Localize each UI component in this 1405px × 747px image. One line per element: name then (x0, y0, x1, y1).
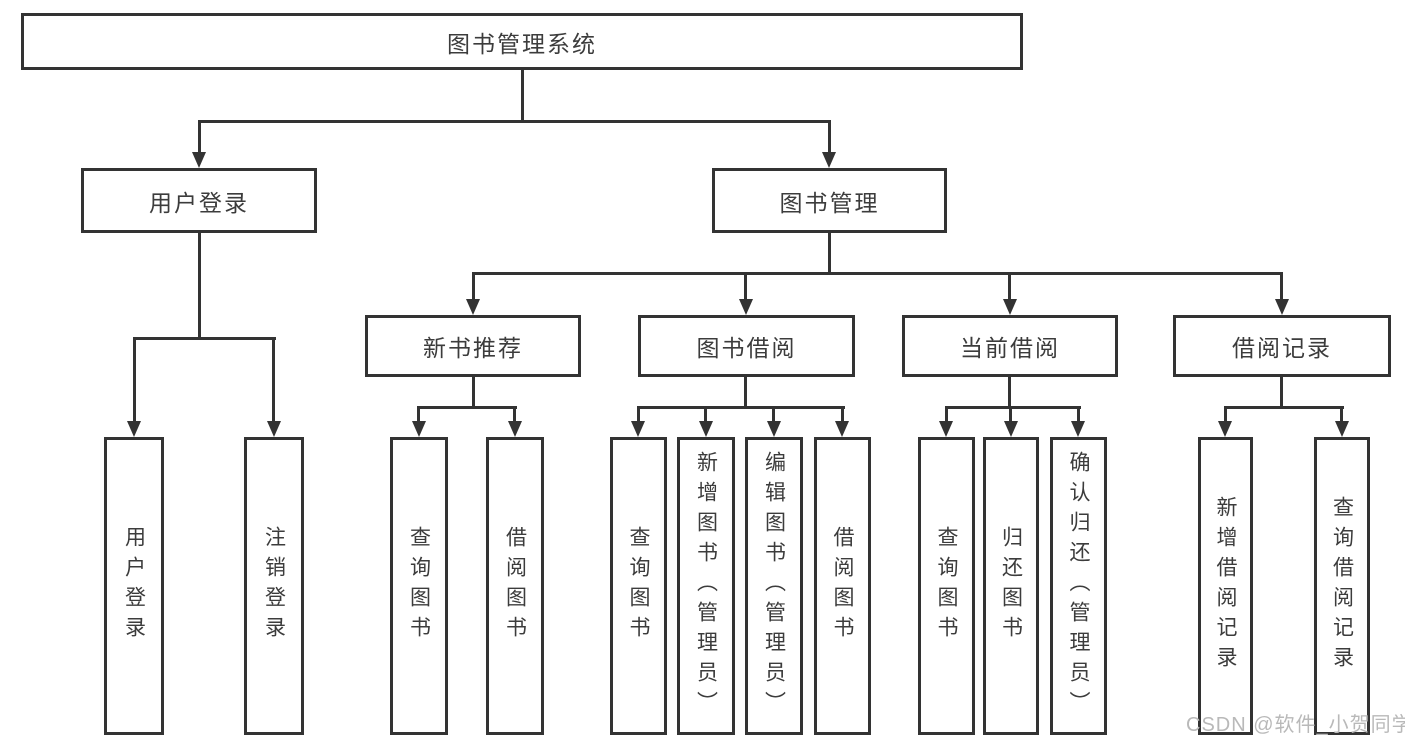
node-leaf-bb-query-book: 查询图书 (610, 437, 667, 735)
arrowhead-icon (267, 421, 281, 437)
node-leaf-label: 新增图书（管理员） (694, 451, 718, 721)
arrowhead-icon (1004, 421, 1018, 437)
node-book-borrow-label: 图书借阅 (696, 335, 797, 361)
connector-line (945, 406, 1081, 409)
node-leaf-cb-confirm-return: 确认归还（管理员） (1050, 437, 1107, 735)
arrowhead-icon (835, 421, 849, 437)
node-new-book-recommend: 新书推荐 (365, 315, 581, 377)
node-leaf-label: 新增借阅记录 (1214, 496, 1238, 676)
connector-line (744, 377, 747, 406)
arrowhead-icon (508, 421, 522, 437)
node-root-label: 图书管理系统 (447, 30, 597, 57)
node-book-management: 图书管理 (712, 168, 947, 233)
connector-line (272, 337, 275, 421)
node-current-borrow: 当前借阅 (902, 315, 1118, 377)
node-leaf-cb-return-book: 归还图书 (983, 437, 1039, 735)
connector-line (133, 337, 276, 340)
arrowhead-icon (739, 299, 753, 315)
connector-line (417, 406, 517, 409)
arrowhead-icon (466, 299, 480, 315)
node-leaf-label: 编辑图书（管理员） (762, 451, 786, 721)
connector-line (472, 272, 1283, 275)
node-leaf-label: 查询借阅记录 (1330, 496, 1354, 676)
node-leaf-br-add-record: 新增借阅记录 (1198, 437, 1253, 735)
node-leaf-label: 确认归还（管理员） (1067, 451, 1091, 721)
connector-line (744, 272, 747, 299)
arrowhead-icon (192, 152, 206, 168)
connector-line (1280, 272, 1283, 299)
connector-line (841, 406, 844, 421)
connector-line (1224, 406, 1344, 409)
node-user-login-label: 用户登录 (149, 189, 249, 216)
node-leaf-cb-query-book: 查询图书 (918, 437, 975, 735)
node-leaf-bb-edit-book: 编辑图书（管理员） (745, 437, 803, 735)
node-book-borrow: 图书借阅 (638, 315, 855, 377)
connector-line (472, 377, 475, 406)
node-borrow-record: 借阅记录 (1173, 315, 1391, 377)
connector-line (1077, 406, 1080, 421)
arrowhead-icon (412, 421, 426, 437)
connector-line (521, 70, 524, 120)
csdn-watermark: CSDN @软件_小贺同学 (1186, 714, 1405, 736)
node-current-borrow-label: 当前借阅 (960, 335, 1060, 361)
arrowhead-icon (127, 421, 141, 437)
connector-line (945, 406, 948, 421)
connector-line (772, 406, 775, 421)
connector-line (637, 406, 640, 421)
node-leaf-label: 查询图书 (627, 526, 651, 646)
connector-line (1340, 406, 1343, 421)
connector-line (198, 233, 201, 337)
node-leaf-nbr-borrow-book: 借阅图书 (486, 437, 544, 735)
node-leaf-label: 归还图书 (999, 526, 1023, 646)
node-user-login: 用户登录 (81, 168, 317, 233)
arrowhead-icon (699, 421, 713, 437)
arrowhead-icon (631, 421, 645, 437)
arrowhead-icon (1218, 421, 1232, 437)
node-leaf-br-query-record: 查询借阅记录 (1314, 437, 1370, 735)
connector-line (1224, 406, 1227, 421)
node-leaf-nbr-query-book: 查询图书 (390, 437, 448, 735)
arrowhead-icon (1071, 421, 1085, 437)
node-leaf-label: 借阅图书 (831, 526, 855, 646)
connector-line (637, 406, 845, 409)
node-book-management-label: 图书管理 (779, 189, 880, 216)
node-leaf-label: 查询图书 (935, 526, 959, 646)
node-leaf-logout: 注销登录 (244, 437, 304, 735)
node-new-book-recommend-label: 新书推荐 (423, 335, 523, 361)
node-leaf-label: 借阅图书 (503, 526, 527, 646)
node-leaf-bb-borrow-book: 借阅图书 (814, 437, 871, 735)
node-root: 图书管理系统 (21, 13, 1023, 70)
node-leaf-label: 查询图书 (407, 526, 431, 646)
connector-line (1009, 406, 1012, 421)
arrowhead-icon (1335, 421, 1349, 437)
connector-line (198, 120, 201, 152)
connector-line (828, 233, 831, 272)
connector-line (198, 120, 831, 123)
arrowhead-icon (767, 421, 781, 437)
node-leaf-user-login: 用户登录 (104, 437, 164, 735)
arrowhead-icon (822, 152, 836, 168)
arrowhead-icon (1275, 299, 1289, 315)
connector-line (704, 406, 707, 421)
connector-line (828, 120, 831, 152)
node-leaf-label: 用户登录 (122, 526, 146, 646)
connector-line (1280, 377, 1283, 406)
connector-line (513, 406, 516, 421)
connector-line (1008, 377, 1011, 406)
connector-line (1008, 272, 1011, 299)
connector-line (133, 337, 136, 421)
arrowhead-icon (1003, 299, 1017, 315)
arrowhead-icon (939, 421, 953, 437)
node-leaf-bb-add-book: 新增图书（管理员） (677, 437, 735, 735)
node-borrow-record-label: 借阅记录 (1232, 335, 1332, 361)
connector-line (417, 406, 420, 421)
node-leaf-label: 注销登录 (262, 526, 286, 646)
connector-line (472, 272, 475, 299)
